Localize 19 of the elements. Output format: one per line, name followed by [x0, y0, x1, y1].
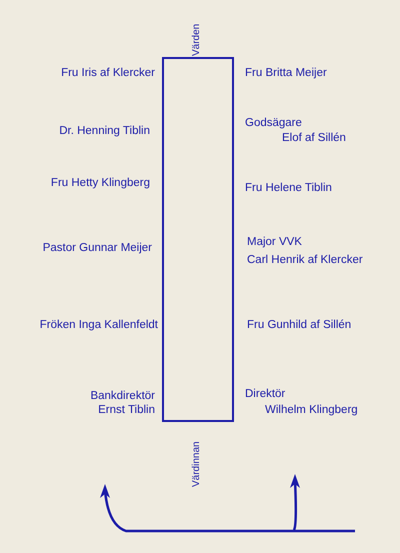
guest-name: Direktör: [245, 387, 286, 401]
guest-name: Fru Britta Meijer: [245, 66, 327, 80]
guest-name: Fru Helene Tiblin: [245, 181, 332, 195]
guest-name: Fröken Inga Kallenfeldt: [40, 318, 158, 332]
table-outline: [162, 57, 234, 422]
hostess-label: Värdinnan: [191, 441, 203, 487]
guest-name: Ernst Tiblin: [98, 403, 155, 417]
guest-name: Wilhelm Klingberg: [265, 403, 358, 417]
guest-name: Pastor Gunnar Meijer: [42, 241, 152, 255]
guest-name: Godsägare: [245, 116, 302, 130]
guest-name: Fru Iris af Klercker: [61, 66, 155, 80]
guest-name: Bankdirektör: [90, 389, 155, 403]
guest-name: Fru Hetty Klingberg: [50, 176, 150, 190]
guest-name: Elof af Sillén: [282, 131, 346, 145]
guest-name: Dr. Henning Tiblin: [59, 124, 150, 138]
guest-name: Carl Henrik af Klercker: [247, 253, 363, 267]
host-label: Värden: [191, 24, 203, 56]
guest-name: Major VVK: [247, 235, 302, 249]
guest-name: Fru Gunhild af Sillén: [247, 318, 352, 332]
